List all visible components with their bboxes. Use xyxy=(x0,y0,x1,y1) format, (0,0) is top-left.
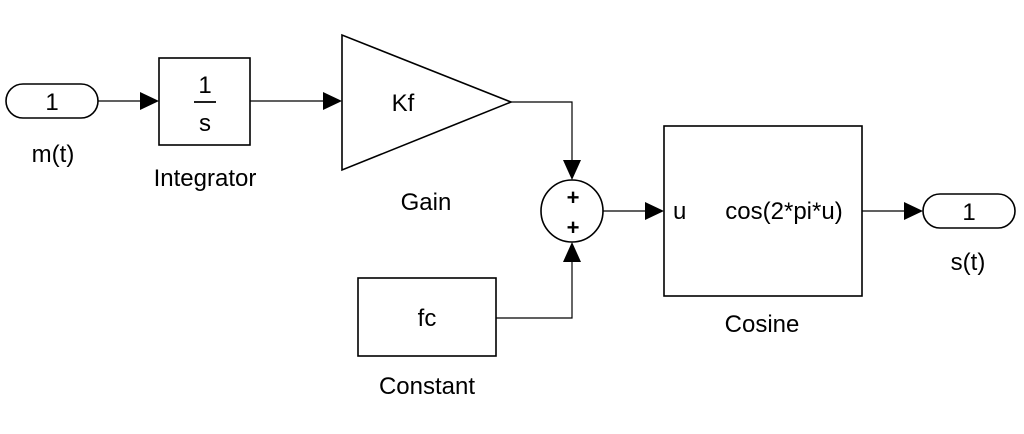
cosine-expression: cos(2*pi*u) xyxy=(725,198,842,225)
arrowhead-sum-top xyxy=(563,160,581,180)
inport-label: m(t) xyxy=(32,141,75,168)
integrator-block[interactable]: 1 s xyxy=(158,57,251,146)
integrator-denominator: s xyxy=(199,110,211,137)
outport-block[interactable]: 1 xyxy=(922,193,1016,229)
gain-triangle xyxy=(341,33,514,172)
arrowhead-outport-input xyxy=(904,202,923,220)
arrowhead-gain-input xyxy=(323,92,342,110)
constant-value: fc xyxy=(418,305,437,332)
arrowhead-sum-bottom xyxy=(563,242,581,262)
outport-number: 1 xyxy=(962,199,975,226)
gain-label: Gain xyxy=(401,189,452,216)
gain-value: Kf xyxy=(392,90,415,117)
constant-block[interactable]: fc xyxy=(357,277,497,357)
inport-block[interactable]: 1 xyxy=(5,83,99,119)
wire-gain-sum xyxy=(511,101,573,160)
sum-block[interactable]: + + xyxy=(540,179,604,243)
integrator-label: Integrator xyxy=(154,165,257,192)
constant-shape xyxy=(357,277,497,357)
cosine-block[interactable]: u cos(2*pi*u) xyxy=(663,125,863,297)
sum-sign-bottom: + xyxy=(567,215,580,240)
cosine-shape xyxy=(663,125,863,297)
cosine-label: Cosine xyxy=(725,311,800,338)
outport-label: s(t) xyxy=(951,249,986,276)
arrowhead-cosine-input xyxy=(645,202,664,220)
sum-sign-top: + xyxy=(567,185,580,210)
inport-number: 1 xyxy=(45,89,58,116)
outport-shape xyxy=(922,193,1016,229)
constant-label: Constant xyxy=(379,373,475,400)
arrowhead-integrator-input xyxy=(140,92,159,110)
gain-block[interactable]: Kf xyxy=(341,33,514,172)
integrator-numerator: 1 xyxy=(198,72,211,99)
wire-constant-sum xyxy=(496,262,573,319)
cosine-input-port: u xyxy=(673,198,686,225)
